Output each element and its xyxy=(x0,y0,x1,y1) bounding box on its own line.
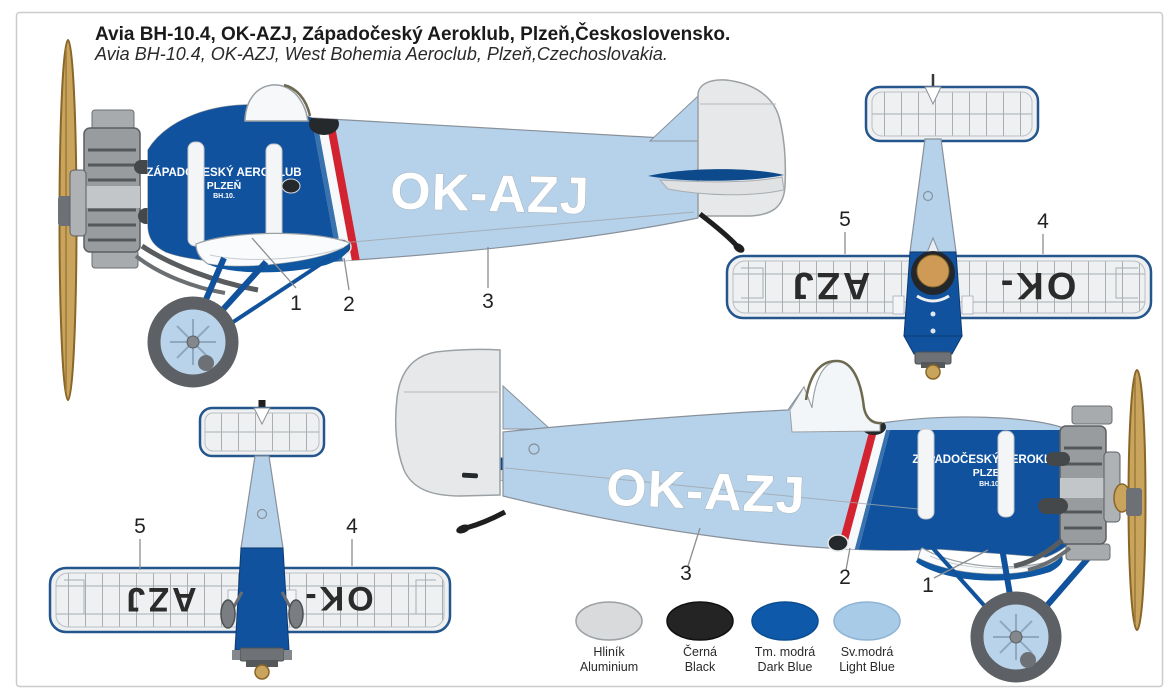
bottom-plan-view: AZJ OK- 5 4 xyxy=(48,400,452,680)
legend-label-cs: Černá xyxy=(683,644,717,659)
club-line3: BH.10. xyxy=(979,481,1001,488)
engine xyxy=(1013,405,1131,572)
wing-fairing xyxy=(195,232,352,273)
strut xyxy=(187,141,205,247)
wheel xyxy=(220,599,236,629)
engine xyxy=(239,647,285,662)
center-fuselage xyxy=(903,236,963,380)
callout-number: 3 xyxy=(482,290,494,313)
callout-number: 1 xyxy=(290,292,302,315)
headrest xyxy=(244,83,312,122)
wing-registration-right: OK- xyxy=(302,579,373,617)
club-line2: PLZEŇ xyxy=(207,179,241,192)
callout-number: 4 xyxy=(1037,210,1049,233)
color-swatch-light-blue xyxy=(833,601,901,641)
color-swatch-black xyxy=(666,601,734,641)
wing-registration-right: OK- xyxy=(998,264,1077,306)
legend-label-en: Black xyxy=(685,660,716,674)
strut xyxy=(997,430,1015,518)
left-profile-view: ZÁPADOČESKÝ AEROKLUB PLZEŇ BH.10. OK-AZJ xyxy=(58,39,787,401)
title-czech: Avia BH-10.4, OK-AZJ, Západočeský Aerokl… xyxy=(95,23,730,45)
strut xyxy=(265,143,283,249)
title-block: Avia BH-10.4, OK-AZJ, Západočeský Aerokl… xyxy=(94,23,730,64)
center-fuselage xyxy=(220,547,304,680)
club-line1: ZÁPADOČESKÝ AEROKLUB xyxy=(146,166,301,179)
legend-label-en: Dark Blue xyxy=(758,660,813,674)
legend-item: Hliník Aluminium xyxy=(575,601,643,674)
callout-number: 2 xyxy=(839,566,851,589)
spinner xyxy=(254,664,270,680)
tail-skid xyxy=(698,212,739,248)
top-plan-view: AZJ OK- 5 4 xyxy=(725,74,1153,380)
wing-registration-left: AZJ xyxy=(123,580,196,618)
legend-label-cs: Hliník xyxy=(593,645,625,659)
legend-label-cs: Tm. modrá xyxy=(755,645,815,659)
spinner xyxy=(925,364,941,380)
callouts-bottom-view: 5 4 xyxy=(134,515,358,570)
callout-number: 1 xyxy=(922,574,934,597)
club-titles: ZÁPADOČESKÝ AEROKLUB PLZEŇ BH.10. xyxy=(146,166,301,200)
color-swatch-dark-blue xyxy=(751,601,819,641)
callouts-right-profile: 3 2 1 xyxy=(680,527,989,597)
callout-number: 2 xyxy=(343,293,355,316)
color-legend: Hliník Aluminium Černá Black Tm. modrá D… xyxy=(575,601,901,674)
wheel xyxy=(288,599,304,629)
strut xyxy=(917,428,935,520)
tailplane xyxy=(198,406,326,458)
landing-gear xyxy=(147,256,332,388)
callouts-top-view: 5 4 xyxy=(839,208,1049,254)
stabilizer xyxy=(658,176,785,196)
engine xyxy=(69,109,259,295)
foot-step xyxy=(827,534,849,552)
color-swatch-aluminium xyxy=(575,601,643,641)
grab-step xyxy=(281,178,301,194)
callout-number: 3 xyxy=(680,562,692,585)
propeller xyxy=(1126,369,1147,631)
legend-label-en: Aluminium xyxy=(580,660,638,674)
headrest xyxy=(789,359,883,433)
tail xyxy=(648,79,787,253)
legend-label-cs: Sv.modrá xyxy=(841,645,894,659)
landing-gear xyxy=(928,543,1093,683)
legend-item: Sv.modrá Light Blue xyxy=(833,601,901,674)
wing-registration-left: AZJ xyxy=(790,264,871,306)
callouts-left-profile: 1 2 3 xyxy=(251,237,494,316)
legend-item: Černá Black xyxy=(666,601,734,674)
stabilizer-spear xyxy=(648,169,784,181)
legend-label-en: Light Blue xyxy=(839,660,895,674)
registration-text: OK-AZJ xyxy=(389,162,590,225)
registration-text: OK-AZJ xyxy=(605,459,807,526)
right-profile-view: OK-AZJ ZÁPADOČESKÝ AEROKLUB PLZEŇ BH.10. xyxy=(394,348,1147,683)
tailplane xyxy=(864,85,1040,143)
callout-number: 5 xyxy=(839,208,851,231)
callout-number: 5 xyxy=(134,515,146,538)
title-english: Avia BH-10.4, OK-AZJ, West Bohemia Aeroc… xyxy=(94,44,668,64)
callout-number: 4 xyxy=(346,515,358,538)
club-line1: ZÁPADOČESKÝ AEROKLUB xyxy=(912,453,1067,466)
legend-item: Tm. modrá Dark Blue xyxy=(751,601,819,674)
rudder xyxy=(394,348,501,497)
club-line3: BH.10. xyxy=(213,193,235,200)
